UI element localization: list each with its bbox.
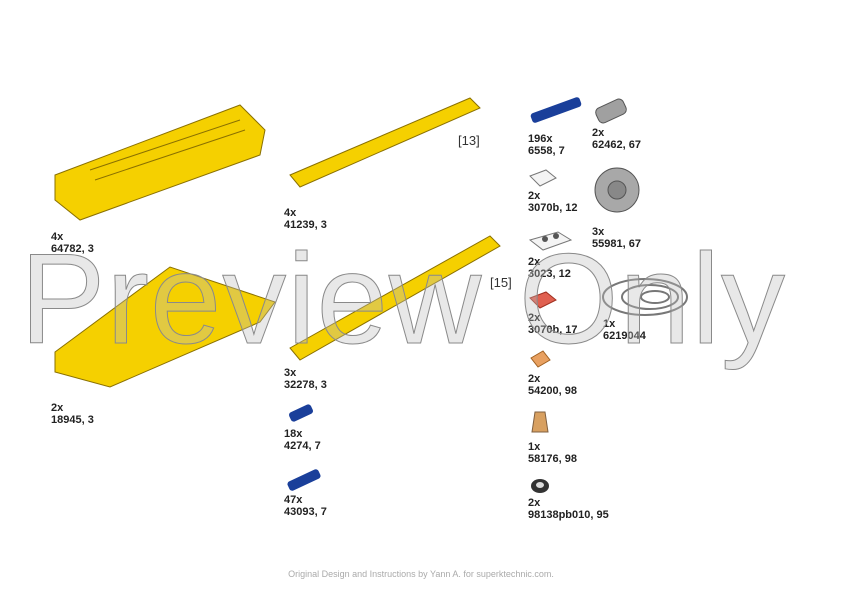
bush-62462-image: [595, 98, 627, 124]
beam-41239-image: [289, 97, 481, 188]
step-ref: [15]: [490, 275, 512, 290]
tile-98138-image: [531, 479, 549, 493]
cone-58176-image: [531, 411, 549, 433]
panel-18945-image: [54, 266, 276, 388]
string-6219044-image: [602, 278, 688, 316]
beam-32278-image: [289, 235, 501, 361]
panel-64782-image: [54, 104, 266, 221]
pin-43093-image: [287, 469, 321, 491]
footer-credit: Original Design and Instructions by Yann…: [288, 569, 554, 579]
pin-4274-image: [288, 404, 314, 422]
tile-3070b-red-image: [529, 291, 557, 309]
watermark: Preview Only: [20, 228, 786, 372]
step-ref: [13]: [458, 133, 480, 148]
plate-3023-image: [528, 231, 573, 251]
slope-54200-image: [530, 350, 551, 368]
pin-6558-image: [530, 97, 582, 123]
wheel-55981-image: [594, 167, 640, 213]
tile-3070b-clear-image: [529, 169, 557, 187]
